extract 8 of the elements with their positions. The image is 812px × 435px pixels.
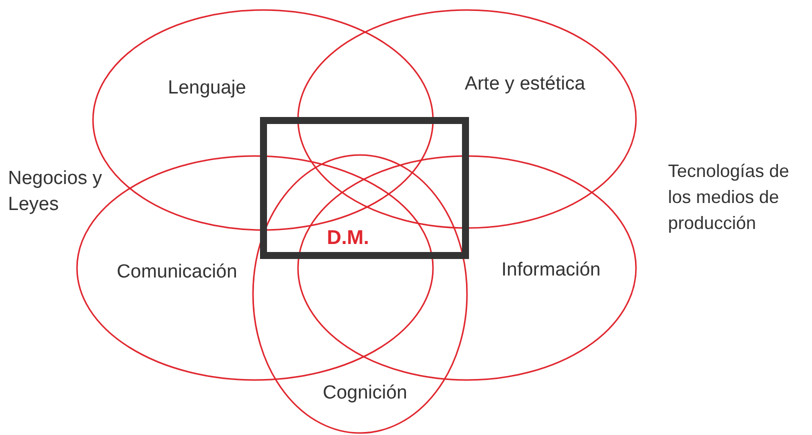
circle-label: Información	[501, 260, 601, 280]
circle-label: Comunicación	[116, 262, 238, 282]
center-label: D.M.	[326, 228, 370, 248]
circle-label: Arte y estética	[464, 74, 586, 94]
outer-label: Tecnologías de los medios de producción	[668, 160, 790, 235]
circle-label: Cognición	[322, 384, 408, 402]
circle-label: Lenguaje	[168, 78, 246, 98]
outer-label: Negocios y Leyes	[8, 167, 103, 217]
